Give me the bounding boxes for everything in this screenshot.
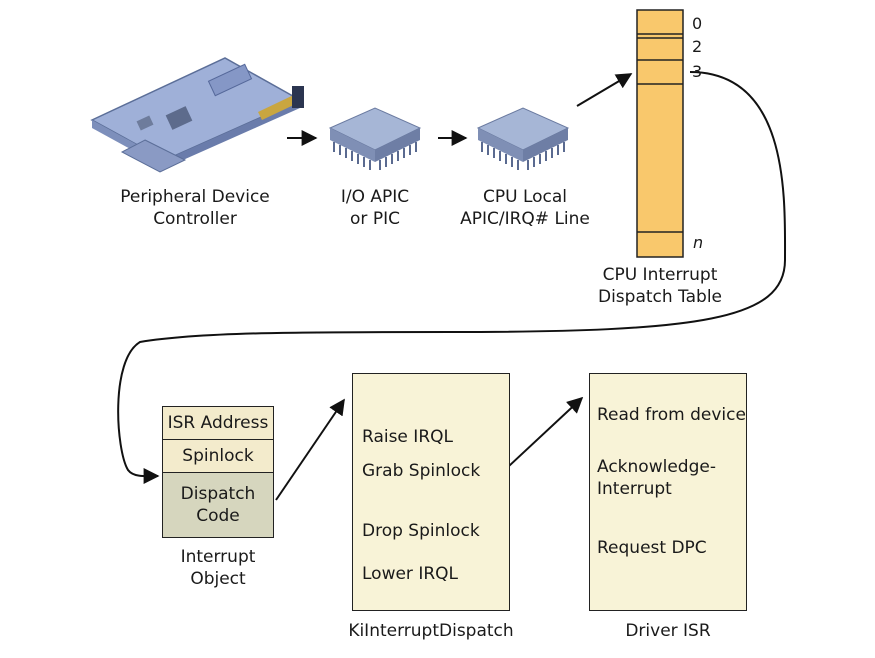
acknowledge-interrupt-step: Acknowledge-Interrupt [597,457,716,499]
idt-index-0: 0 [692,14,703,33]
io-apic-chip [328,107,422,170]
lower-irql-step: Lower IRQL [362,564,459,584]
idt-index-2: 2 [692,37,703,56]
driver-isr-label: Driver ISR [625,621,711,641]
isr-address-field: ISR Address [162,406,274,440]
driver-isr-box [589,373,747,611]
grab-spinlock-step: Grab Spinlock [362,461,481,481]
arrow-cpu-to-idt [576,73,633,107]
ki-interrupt-dispatch-box [352,373,510,611]
peripheral-card-illustration [90,57,304,173]
arrow-dispatch-code-to-ki [275,398,345,501]
drop-spinlock-step: Drop Spinlock [362,521,480,541]
arrow-idt-to-interrupt-object [117,71,787,485]
dispatch-code-field: Dispatch Code [162,472,274,538]
raise-irql-step: Raise IRQL [362,427,453,447]
idt-index-n: n [693,233,704,252]
cpu-local-apic-chip [476,107,570,170]
idt-index-3: 3 [692,62,703,81]
idt-table [636,9,684,258]
spinlock-field: Spinlock [162,439,274,473]
ki-interrupt-dispatch-label: KiInterruptDispatch [348,621,514,641]
request-dpc-step: Request DPC [597,538,707,558]
read-from-device-step: Read from device [597,405,746,425]
